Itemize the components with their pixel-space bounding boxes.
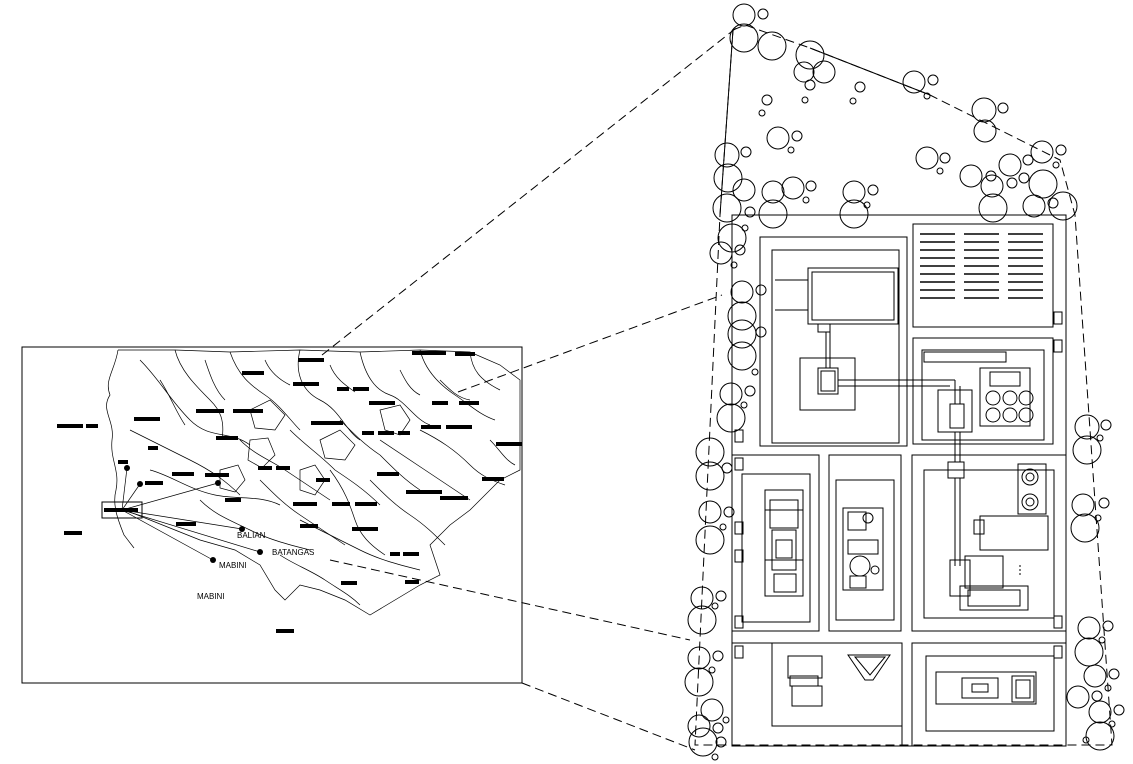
municipal-boundaries [106,349,521,616]
town-dot [210,557,216,563]
town-label-balian: BALIAN [237,531,266,540]
town-dot [239,526,245,532]
parking-grid [920,233,1043,299]
site-blocks [731,223,1067,747]
town-label-mabini-lower: MABINI [197,592,225,601]
main-building [775,267,961,411]
town-markers [124,465,263,563]
road-lines [121,467,261,561]
marker-boxes [734,311,1063,659]
equipment-area [949,463,1049,611]
building-bottom [787,654,1037,707]
site-plan [684,3,1125,761]
building-left-middle [764,489,804,597]
location-map: BALIAN BATANGAS MABINI MABINI [21,346,523,684]
site-location-box [101,501,143,519]
tank-block [923,351,1034,566]
trees [684,3,1125,761]
boundary-wall [809,47,931,96]
town-dot [124,465,130,471]
boundary-wall [719,29,734,216]
building-center-middle [842,507,884,591]
property-boundary [694,24,1113,746]
redacted-labels [57,351,522,633]
town-label-batangas: BATANGAS [272,548,314,557]
town-dot [215,480,221,486]
town-dot [257,549,263,555]
location-map-frame [21,346,523,684]
town-label-mabini: MABINI [219,561,247,570]
town-dot [137,481,143,487]
callout-lines [321,24,741,751]
